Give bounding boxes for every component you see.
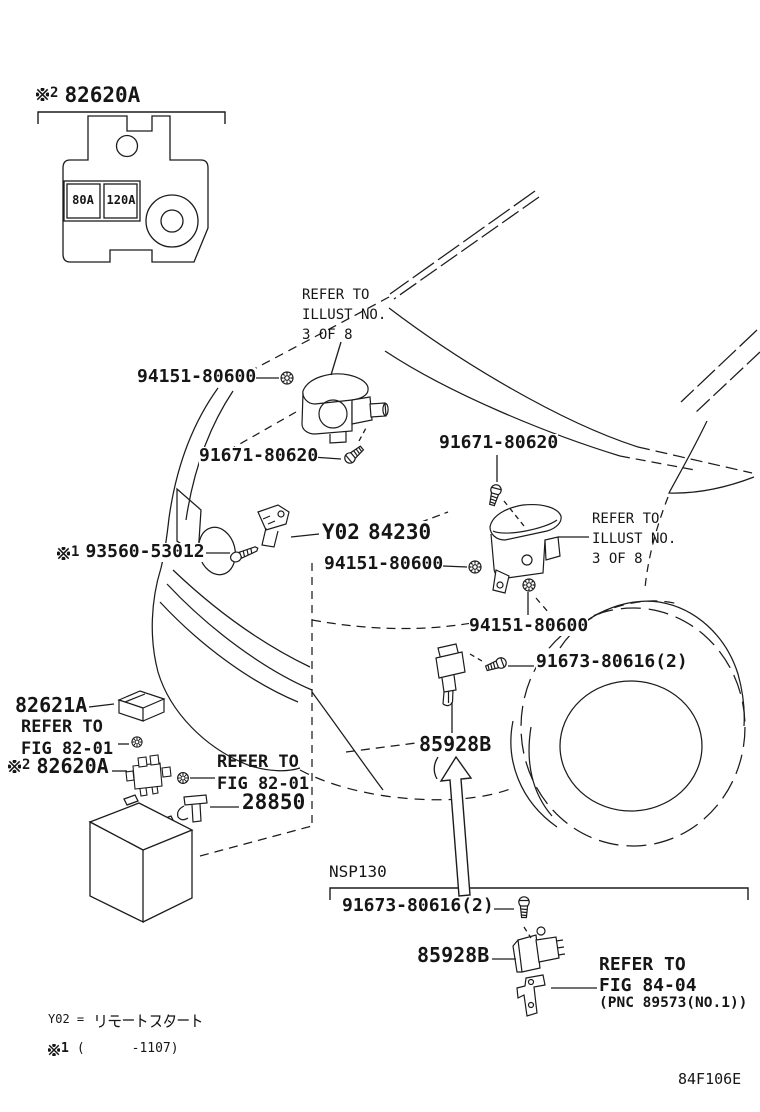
reference-mark-digit: 1	[71, 544, 80, 560]
nut-icon	[522, 578, 536, 592]
part-number-screw: 93560-53012	[85, 541, 205, 562]
pointer-arrow	[439, 755, 473, 897]
part-prefix-y02: Y02	[322, 520, 360, 544]
reference-illust-note-2: REFER TO ILLUST NO. 3 OF 8	[592, 509, 676, 569]
callout-screw: 1 93560-53012	[57, 541, 205, 562]
reference-illust-note-1: REFER TO ILLUST NO. 3 OF 8	[302, 285, 386, 345]
footnote-note1-text: ( -1107)	[76, 1041, 179, 1056]
part-number-sensor2: 85928B	[417, 943, 490, 967]
horn-drawing-2	[489, 503, 562, 594]
bolt-icon	[518, 896, 530, 919]
nut-icon	[131, 736, 143, 748]
reference-mark-icon	[36, 88, 49, 101]
reference-fig-82-01-b: REFER TO FIG 82-01	[217, 751, 309, 795]
part-number-bolt-horn2: 91671-80620	[439, 432, 559, 453]
nut-icon	[280, 371, 294, 385]
nut-icon	[177, 772, 189, 784]
fuse-rating-120a: 120A	[106, 193, 136, 207]
section-label-nsp130: NSP130	[329, 862, 387, 881]
part-number-fusible-link: 82620A	[64, 83, 141, 107]
reference-line: 3 OF 8	[302, 327, 353, 343]
part-number-nut-horn2-lower: 94151-80600	[469, 615, 589, 636]
reference-mark-digit: 2	[50, 85, 59, 101]
nut-icon	[468, 560, 482, 574]
reference-line: REFER TO	[592, 511, 660, 527]
reference-line: ILLUST NO.	[592, 531, 677, 547]
reference-mark-icon	[8, 760, 21, 773]
fusible-link-block-drawing	[62, 115, 209, 263]
leader-lines	[88, 341, 597, 989]
part-number-battery-clamp: 28850	[242, 790, 306, 814]
label-bracket-82620a	[37, 111, 226, 124]
footnote-note1: 1 ( -1107)	[48, 1042, 179, 1056]
car-body-line-art	[151, 190, 760, 857]
reference-fig-84-04: REFER TO FIG 84-04 (PNC 89573(NO.1))	[599, 954, 747, 1011]
part-number-84230: 84230	[367, 520, 432, 544]
fuse-rating-80a: 80A	[72, 193, 94, 207]
reference-line: FIG 82-01	[217, 774, 310, 794]
part-number-nut-horn1: 94151-80600	[137, 366, 257, 387]
callout-fuse-block: 2 82620A	[8, 756, 109, 777]
reference-line: REFER TO	[599, 954, 686, 975]
reference-line: 3 OF 8	[592, 551, 643, 567]
reference-line: FIG 84-04	[599, 975, 697, 996]
security-horn-bracket-drawing	[257, 504, 290, 548]
bolt-icon	[486, 483, 503, 507]
bolt-icon	[484, 655, 509, 674]
fuse-block-drawing	[125, 754, 172, 797]
reference-line: REFER TO	[21, 717, 103, 737]
mounting-bracket-drawing	[516, 974, 546, 1017]
reference-line: (PNC 89573(NO.1))	[599, 995, 748, 1011]
battery-clamp-drawing	[177, 794, 208, 823]
reference-mark-icon	[57, 547, 70, 560]
part-number-relay: 82621A	[15, 693, 88, 717]
reference-mark-digit: 1	[61, 1041, 69, 1056]
sensor-drawing-1	[435, 643, 466, 707]
part-number-nut-horn2: 94151-80600	[324, 553, 444, 574]
reference-line: FIG 82-01	[21, 739, 114, 759]
footnote-kana-text	[96, 1014, 202, 1028]
reference-line: REFER TO	[302, 287, 370, 303]
part-number-sensor1: 85928B	[419, 732, 492, 756]
part-number-bolt-sensor1: 91673-80616(2)	[536, 651, 688, 672]
part-number-bolt-horn1: 91671-80620	[199, 445, 319, 466]
bolt-icon	[342, 443, 366, 466]
battery-drawing	[88, 794, 194, 924]
relay-drawing	[117, 690, 166, 722]
footnote-y02: Y02 =	[48, 1013, 205, 1029]
figure-code: 84F106E	[678, 1070, 742, 1088]
reference-mark-digit: 2	[22, 757, 31, 773]
reference-line: REFER TO	[217, 752, 299, 772]
part-number-fuse-block: 82620A	[36, 754, 109, 778]
reference-line: ILLUST NO.	[302, 307, 387, 323]
part-number-security-horn: Y02 84230	[322, 520, 432, 544]
horn-drawing-1	[301, 373, 389, 444]
callout-fusible-link: 2 82620A	[36, 83, 141, 107]
sensor-drawing-2	[512, 926, 566, 973]
screw-icon	[229, 546, 259, 563]
section-bracket-nsp130	[329, 887, 749, 900]
reference-fig-82-01-a: REFER TO FIG 82-01	[21, 716, 113, 760]
reference-mark-icon	[48, 1044, 60, 1056]
footnote-y02-prefix: Y02 =	[48, 1012, 85, 1026]
part-number-bolt-sensor2: 91673-80616(2)	[342, 895, 494, 916]
